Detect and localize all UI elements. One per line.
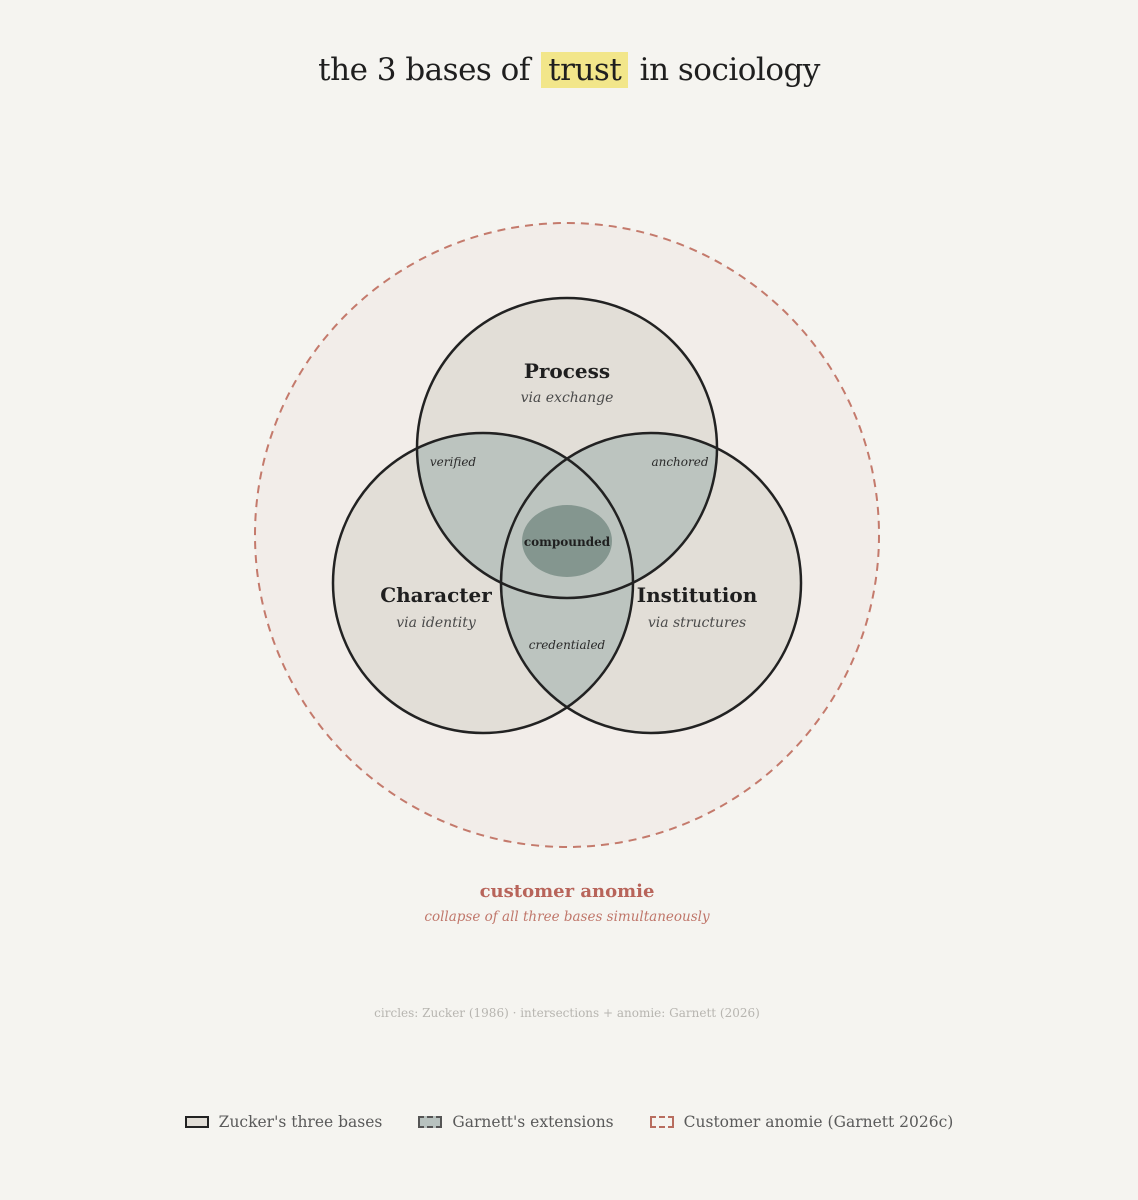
institution-sublabel: via structures (648, 615, 746, 631)
legend-item-garnett: Garnett's extensions (418, 1113, 614, 1131)
legend-label-garnett: Garnett's extensions (452, 1113, 614, 1131)
verified-label: verified (430, 455, 477, 469)
legend-swatch-garnett (418, 1116, 443, 1128)
character-circle-outline (331, 431, 635, 735)
anomie-sublabel: collapse of all three bases simultaneous… (424, 909, 710, 925)
process-sublabel: via exchange (521, 390, 614, 406)
legend-label-zucker: Zucker's three bases (218, 1113, 383, 1131)
attribution-note: circles: Zucker (1986) · intersections +… (374, 1006, 760, 1020)
compounded-label: compounded (524, 535, 611, 549)
institution-circle-outline (499, 431, 803, 735)
legend-item-anomie: Customer anomie (Garnett 2026c) (649, 1113, 954, 1131)
character-label: Character (380, 583, 492, 607)
legend-swatch-zucker (184, 1116, 209, 1128)
title-suffix: in sociology (639, 52, 821, 88)
legend-swatch-anomie (649, 1116, 674, 1128)
diagram-title: the 3 bases of trust in sociology (0, 52, 1138, 88)
title-prefix: the 3 bases of (318, 52, 530, 88)
center-ellipse (522, 505, 612, 577)
legend-item-zucker: Zucker's three bases (184, 1113, 383, 1131)
character-sublabel: via identity (396, 615, 477, 631)
title-highlight: trust (541, 52, 629, 88)
process-label: Process (524, 359, 610, 383)
legend-label-anomie: Customer anomie (Garnett 2026c) (683, 1113, 954, 1131)
institution-label: Institution (637, 583, 758, 607)
legend: Zucker's three bases Garnett's extension… (0, 1113, 1138, 1131)
anomie-label: customer anomie (480, 881, 655, 902)
anchored-label: anchored (651, 455, 708, 469)
credentialed-label: credentialed (529, 638, 606, 652)
